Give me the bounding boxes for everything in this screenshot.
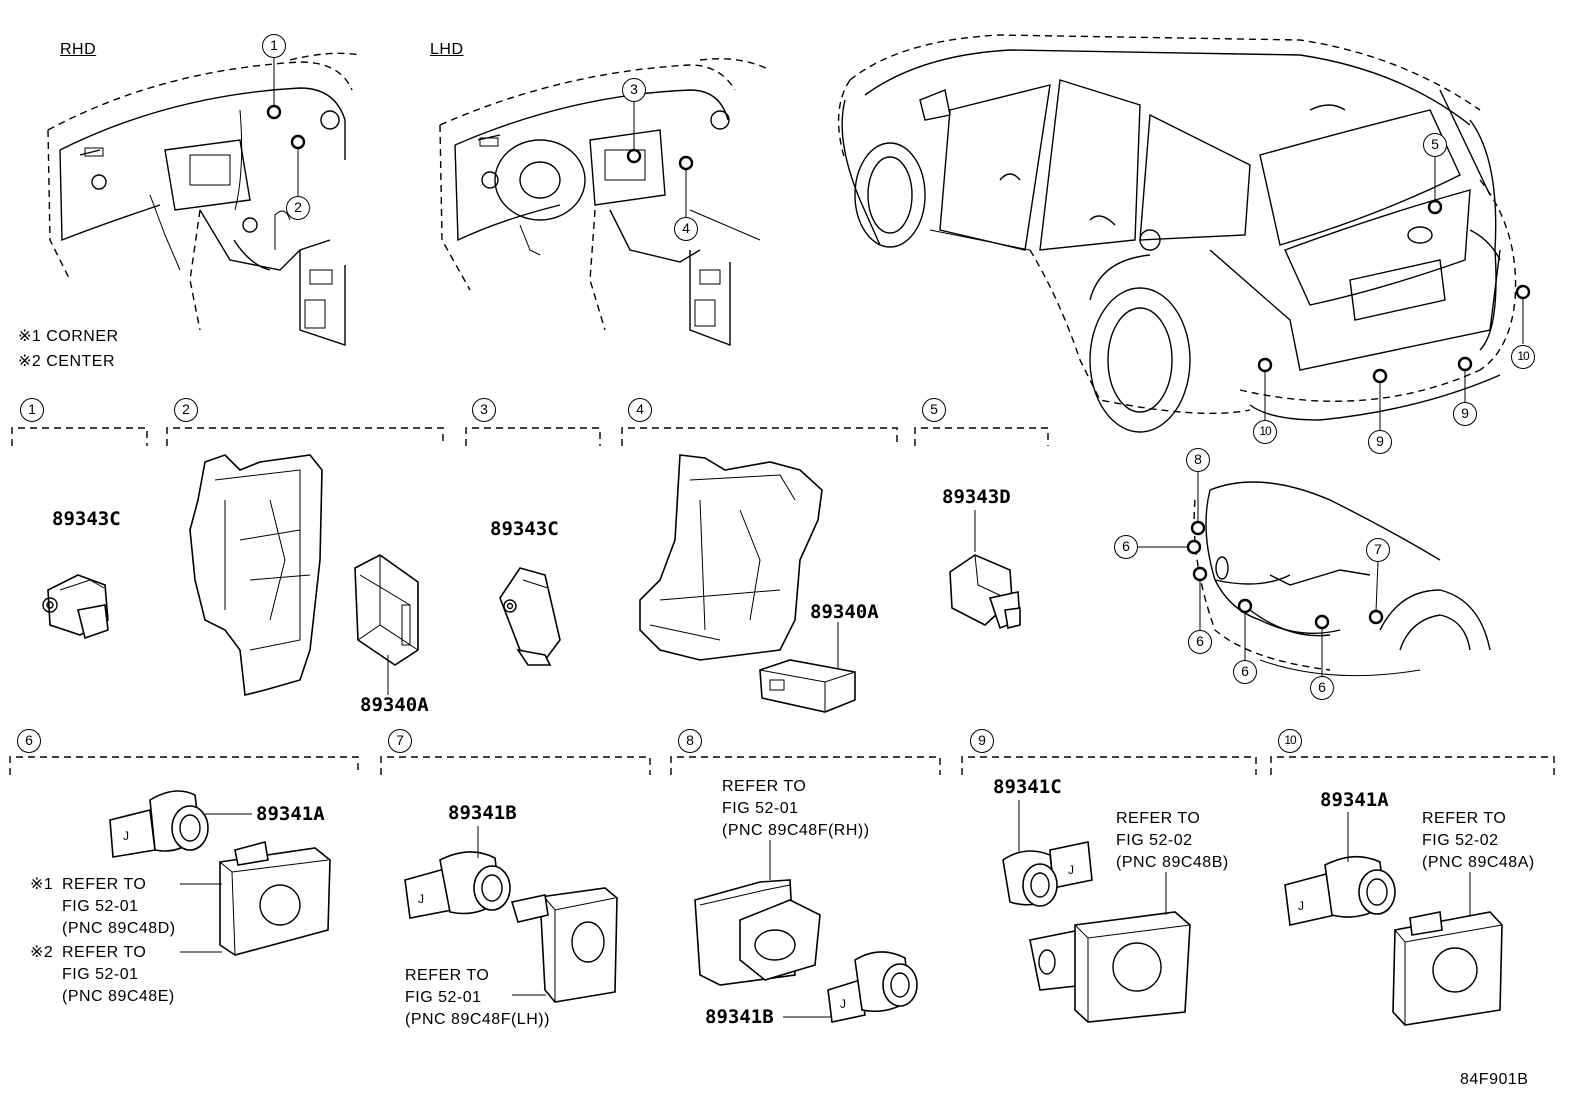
part-number-6: 89341A	[256, 803, 325, 825]
part-2-drawing	[189, 454, 419, 696]
section-5-callout: 5	[922, 398, 946, 422]
callout-10-car-right: 10	[1511, 345, 1535, 369]
part-9-drawing: J	[1002, 800, 1191, 1023]
section-6-callout: 6	[17, 729, 41, 753]
part-number-3: 89343C	[490, 518, 559, 540]
callout-9-car-right: 9	[1453, 402, 1477, 426]
svg-text:J: J	[840, 997, 846, 1011]
front-bumper-drawing	[1138, 472, 1491, 677]
part-5-drawing	[949, 510, 1021, 630]
part-8-drawing: J	[694, 840, 918, 1023]
lhd-label: LHD	[430, 41, 464, 58]
svg-text:J: J	[1298, 899, 1304, 913]
callout-7-front: 7	[1366, 538, 1390, 562]
rhd-label: RHD	[60, 41, 97, 58]
callout-1-rhd: 1	[262, 34, 286, 58]
section-4-callout: 4	[628, 398, 652, 422]
part-number-5: 89343D	[942, 486, 1011, 508]
section-8-callout: 8	[678, 729, 702, 753]
svg-text:J: J	[123, 829, 129, 843]
ref-9: REFER TO FIG 52-02 (PNC 89C48B)	[1116, 810, 1229, 871]
callout-6-front-a: 6	[1114, 535, 1138, 559]
svg-text:J: J	[1068, 863, 1074, 877]
figure-code: 84F901B	[1460, 1071, 1529, 1088]
ref-mark-corner: ※1	[30, 876, 54, 893]
ref-7: REFER TO FIG 52-01 (PNC 89C48F(LH))	[405, 967, 550, 1028]
callout-2-rhd: 2	[286, 196, 310, 220]
section-3-callout: 3	[472, 398, 496, 422]
rear-car-drawing	[837, 34, 1531, 433]
part-number-9: 89341C	[993, 776, 1062, 798]
callout-9-car-center: 9	[1368, 430, 1392, 454]
dashboard-locations	[266, 58, 694, 217]
section-1-callout: 1	[20, 398, 44, 422]
ref-6-center: REFER TO FIG 52-01 (PNC 89C48E)	[62, 944, 175, 1005]
callout-3-lhd: 3	[622, 78, 646, 102]
part-number-8: 89341B	[705, 1006, 774, 1028]
callout-8-front: 8	[1186, 448, 1210, 472]
note-corner: ※1 CORNER	[18, 328, 119, 345]
section-9-callout: 9	[970, 729, 994, 753]
callout-6-front-c: 6	[1233, 660, 1257, 684]
callout-6-front-b: 6	[1188, 630, 1212, 654]
part-1-drawing	[42, 574, 109, 640]
part-3-drawing	[499, 567, 561, 666]
ref-10: REFER TO FIG 52-02 (PNC 89C48A)	[1422, 810, 1535, 871]
callout-4-lhd: 4	[674, 217, 698, 241]
section-2-callout: 2	[174, 398, 198, 422]
part-number-4: 89340A	[810, 601, 879, 623]
part-number-10: 89341A	[1320, 789, 1389, 811]
lhd-dashboard-drawing	[439, 58, 771, 347]
part-6-drawing: J	[109, 790, 331, 956]
ref-6-corner: REFER TO FIG 52-01 (PNC 89C48D)	[62, 876, 176, 937]
svg-text:J: J	[418, 892, 424, 906]
ref-mark-center: ※2	[30, 944, 54, 961]
section-7-callout: 7	[388, 729, 412, 753]
callout-5-car: 5	[1423, 133, 1447, 157]
callout-6-front-d: 6	[1310, 676, 1334, 700]
note-center: ※2 CENTER	[18, 353, 116, 370]
callout-10-car-left: 10	[1253, 420, 1277, 444]
part-number-7: 89341B	[448, 802, 517, 824]
part-number-1: 89343C	[52, 508, 121, 530]
ref-8: REFER TO FIG 52-01 (PNC 89C48F(RH))	[722, 778, 870, 839]
part-4-drawing	[639, 454, 856, 713]
part-number-2: 89340A	[360, 694, 429, 716]
part-7-drawing: J	[404, 826, 618, 1003]
section-brackets	[9, 427, 1555, 775]
section-10-callout: 10	[1278, 729, 1302, 753]
part-10-drawing: J	[1284, 812, 1503, 1026]
rhd-dashboard-drawing	[47, 52, 361, 346]
